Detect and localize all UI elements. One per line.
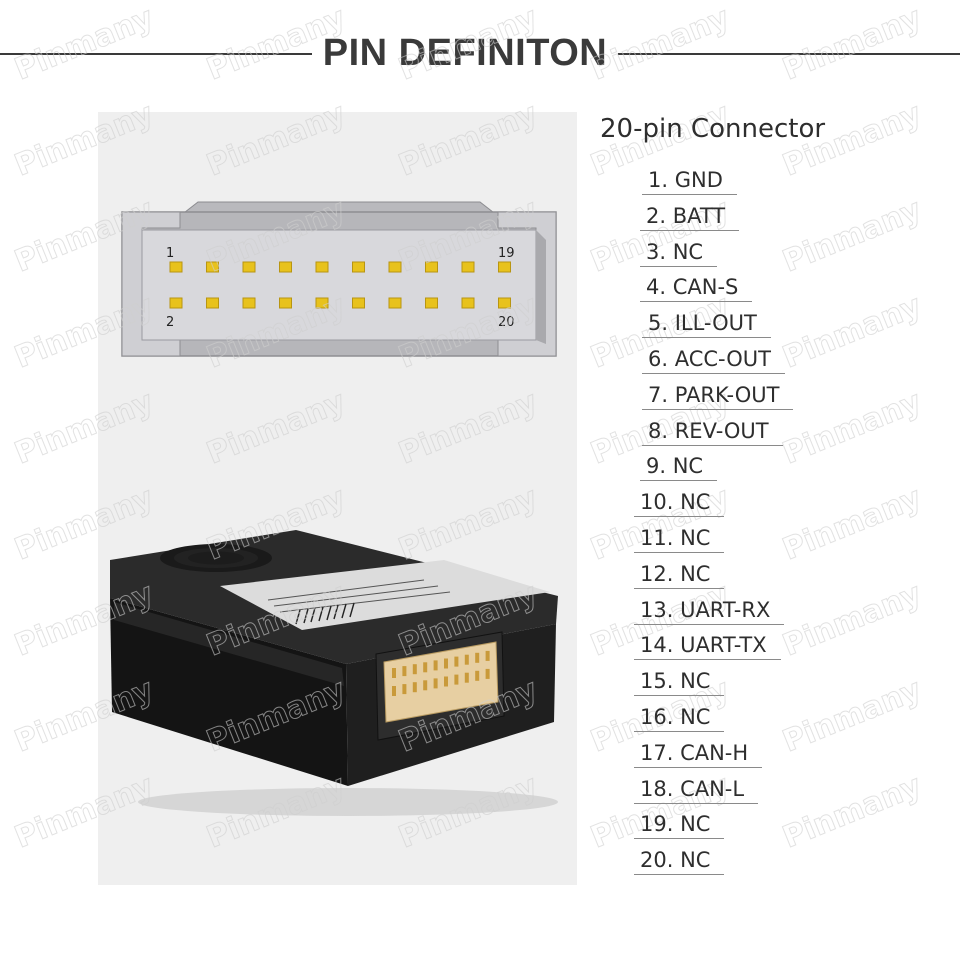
pin-definition: 2. BATT (640, 202, 740, 231)
pin-definition: 17. CAN-H (634, 739, 763, 768)
pin-definition: 14. UART-TX (634, 631, 781, 661)
pin-definition: 4. CAN-S (640, 273, 753, 303)
pin-row: 17. CAN-H (600, 739, 940, 775)
pin-definition-table: 20-pin Connector 1. GND 2. BATT 3. NC 4. CA… (600, 110, 940, 882)
pin-label-2: 2 (166, 315, 174, 330)
gold-pin-contact (498, 297, 511, 309)
gold-pin-contact (425, 297, 438, 309)
gold-pin-contact (169, 261, 183, 273)
pin-definition: 1. GND (642, 166, 737, 195)
gold-pin-contact (315, 297, 329, 309)
pin-row: 15. NC (600, 667, 940, 703)
gold-pin-contact (388, 297, 402, 309)
pin-definition: 8. REV-OUT (642, 417, 783, 446)
interface-box-photo (110, 530, 558, 816)
pin-definition: 16. NC (634, 703, 725, 732)
pin-definition: 15. NC (634, 667, 725, 697)
pin-row: 4. CAN-S (600, 273, 940, 309)
pin-definition: 19. NC (634, 810, 725, 840)
gold-pin-contact (461, 297, 475, 309)
pin-row: 12. NC (600, 560, 940, 596)
pin-row: 1. GND (600, 166, 940, 202)
gold-pin-contact (279, 297, 292, 309)
gold-pin-contact (461, 261, 475, 273)
header-pin (444, 676, 448, 687)
header-pin (423, 680, 428, 691)
gold-pin-contact (242, 261, 256, 273)
pin-label-19: 19 (498, 246, 515, 261)
header-pin (485, 668, 490, 679)
title-rule-right (618, 53, 960, 55)
pin-contacts (169, 261, 511, 309)
header-pin (444, 658, 448, 669)
header-pin (402, 666, 407, 677)
pin-list: 1. GND 2. BATT 3. NC 4. CAN-S 5. ILL-OUT 6. A… (600, 166, 940, 882)
header-pin (454, 674, 459, 685)
gold-pin-contact (315, 261, 329, 273)
page-title: PIN DEFINITON (322, 32, 608, 74)
header-pin (464, 672, 469, 683)
pin-row: 9. NC (600, 452, 940, 488)
header-pin (392, 686, 396, 696)
pin-definition: 6. ACC-OUT (642, 345, 785, 374)
connector-heading: 20-pin Connector (600, 114, 826, 144)
header-pin (475, 652, 480, 663)
header-pin (433, 660, 438, 671)
watermark-text: Pinmany (778, 0, 927, 87)
header-pin (423, 662, 428, 673)
pin-definition: 9. NC (640, 452, 718, 482)
product-photo-panel: 1 2 19 20 (98, 112, 577, 885)
pin-row: 6. ACC-OUT (600, 345, 940, 381)
pin-row: 18. CAN-L (600, 775, 940, 811)
title-rule-left (0, 53, 312, 55)
pin-row: 14. UART-TX (600, 631, 940, 667)
product-illustration: 1 2 19 20 (110, 201, 558, 816)
pin-label-20: 20 (498, 315, 515, 330)
gold-pin-contact (279, 261, 292, 273)
header-pin (485, 650, 490, 661)
pin-definition: 3. NC (640, 238, 718, 267)
header-pin (412, 682, 417, 693)
pin-label-1: 1 (166, 246, 174, 261)
pin-row: 16. NC (600, 703, 940, 739)
pin-row: 19. NC (600, 810, 940, 846)
pin-row: 7. PARK-OUT (600, 381, 940, 417)
pin-row: 3. NC (600, 238, 940, 274)
gold-pin-contact (206, 261, 219, 273)
pin-row: 2. BATT (600, 202, 940, 238)
pin-definition: 20. NC (634, 846, 725, 876)
gold-pin-contact (498, 261, 511, 273)
gold-pin-contact (169, 297, 183, 309)
gold-pin-contact (352, 261, 365, 273)
pin-definition: 7. PARK-OUT (642, 381, 794, 410)
header-pin (433, 678, 438, 689)
pin-row: 11. NC (600, 524, 940, 560)
pin-row: 5. ILL-OUT (600, 309, 940, 345)
gold-pin-contact (352, 297, 365, 309)
gold-pin-contact (425, 261, 438, 273)
gold-pin-contact (206, 297, 219, 309)
pin-row: 10. NC (600, 488, 940, 524)
pin-row: 8. REV-OUT (600, 417, 940, 453)
header-pin (454, 656, 459, 667)
gold-pin-contact (242, 297, 256, 309)
header-pin (464, 654, 469, 665)
header-pins (392, 650, 490, 696)
pin-definition: 11. NC (634, 524, 725, 553)
pin-row: 13. UART-RX (600, 596, 940, 632)
pin-definition: 10. NC (634, 488, 725, 518)
header-pin (475, 670, 480, 681)
watermark-text: Pinmany (10, 0, 159, 87)
pin-definition: 18. CAN-L (634, 775, 759, 804)
header-pin (402, 684, 407, 695)
pin-row: 20. NC (600, 846, 940, 882)
connector-face-diagram: 1 2 19 20 (121, 201, 557, 357)
gold-pin-contact (388, 261, 402, 273)
header-pin (392, 668, 396, 678)
pin-definition: 13. UART-RX (634, 596, 785, 625)
header-pin (412, 664, 417, 675)
pin-definition: 12. NC (634, 560, 725, 589)
pin-definition: 5. ILL-OUT (642, 309, 771, 339)
